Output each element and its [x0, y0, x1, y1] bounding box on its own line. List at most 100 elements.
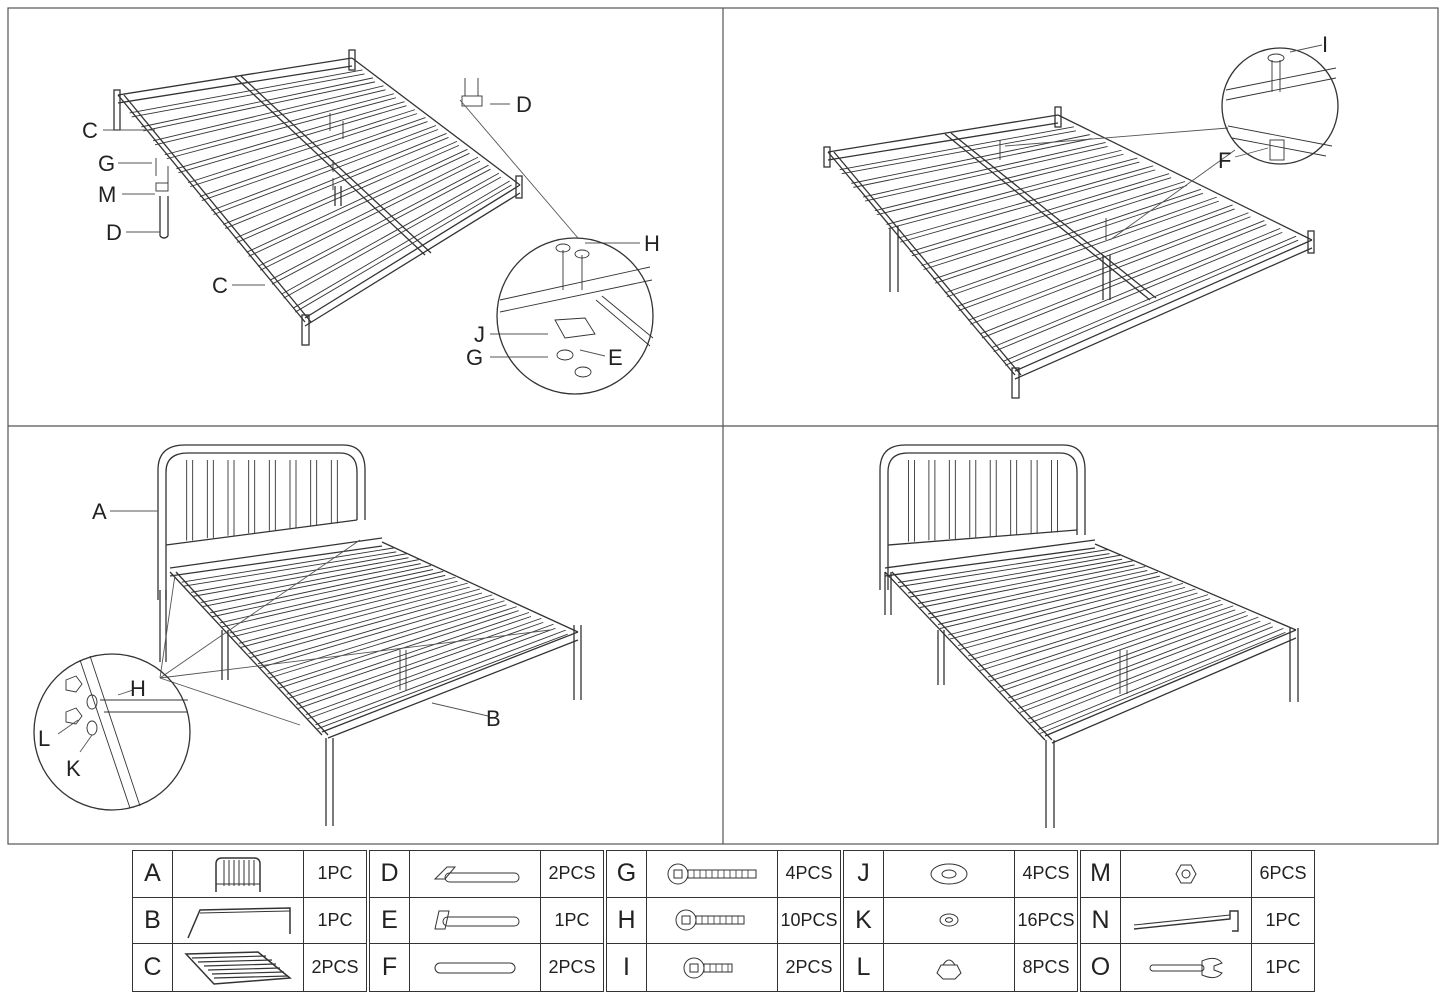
plate-leg-icon: [410, 897, 541, 944]
slat-frame-drawing: [113, 49, 523, 346]
slat: [999, 609, 1236, 692]
slat: [178, 105, 407, 174]
slat: [899, 553, 1110, 587]
footboard-rail-icon: [173, 897, 304, 944]
part-letter: I: [607, 944, 647, 991]
panel-4-completed-bed: [879, 444, 1299, 828]
long-bolt-icon: [647, 851, 778, 897]
slat: [202, 563, 421, 608]
slat: [886, 157, 1138, 225]
slat: [211, 125, 437, 211]
part-letter: M: [1081, 851, 1121, 897]
slat: [307, 627, 556, 720]
label-j: J: [474, 322, 485, 347]
part-quantity: 4PCS: [1022, 863, 1070, 884]
slat: [296, 617, 542, 705]
slat: [240, 586, 470, 648]
part-letter: H: [607, 897, 647, 944]
slat: [189, 113, 418, 188]
hex-nut-icon: [1121, 851, 1252, 897]
allen-key-icon: [1121, 897, 1252, 944]
headboard-icon: [173, 851, 304, 897]
slat: [946, 200, 1219, 298]
label-g-detail: G: [466, 345, 483, 370]
part-quantity: 1PC: [1265, 909, 1301, 930]
slat: [977, 594, 1209, 667]
slat: [219, 570, 444, 624]
slat: [201, 121, 428, 201]
slat: [236, 144, 460, 243]
slat: [279, 610, 519, 689]
slat: [238, 582, 468, 644]
panel-grid: [7, 7, 1439, 845]
panel-2-detail-circle: [1221, 44, 1339, 165]
slat: [862, 141, 1106, 198]
slat: [141, 77, 374, 128]
slat: [295, 184, 512, 313]
slat: [260, 160, 481, 271]
slat: [944, 196, 1217, 294]
slat: [1009, 615, 1248, 703]
bed-drawing-3: [157, 444, 582, 826]
slat: [305, 623, 554, 716]
label-f: F: [1218, 148, 1231, 173]
slat: [909, 173, 1170, 253]
part-quantity: 10PCS: [780, 909, 838, 930]
slat: [223, 133, 447, 225]
slat: [959, 586, 1186, 650]
slat: [947, 577, 1171, 636]
slat: [176, 101, 405, 170]
slat: [874, 149, 1122, 212]
support-leg-icon: [410, 944, 541, 991]
part-quantity: 2PCS: [548, 957, 596, 978]
slat: [231, 580, 458, 638]
slat: [981, 224, 1267, 339]
bracket-leg-icon: [410, 851, 541, 897]
slat-frame-icon: [173, 944, 304, 991]
part-quantity: 2PCS: [548, 863, 596, 884]
part-quantity: 1PC: [317, 863, 353, 884]
label-g: G: [98, 151, 115, 176]
slat: [258, 156, 479, 267]
slat: [993, 231, 1283, 353]
slat: [317, 633, 568, 730]
part-letter: B: [133, 897, 173, 944]
slat: [949, 581, 1173, 640]
slat: [221, 574, 446, 628]
slat: [939, 575, 1160, 629]
part-letter: C: [133, 944, 173, 991]
slat: [897, 549, 1108, 583]
label-l: L: [38, 726, 50, 751]
label-m: M: [98, 182, 116, 207]
slat: [259, 598, 495, 669]
slat: [183, 551, 397, 587]
slat: [921, 181, 1186, 266]
slat: [166, 97, 397, 160]
slat: [1037, 627, 1284, 730]
part-quantity: 4PCS: [785, 863, 833, 884]
slat: [967, 588, 1196, 657]
part-letter: G: [607, 851, 647, 897]
slat: [957, 582, 1184, 646]
large-washer-icon: [884, 851, 1015, 897]
slat-frame-drawing-2: [823, 106, 1315, 399]
part-letter: F: [370, 944, 410, 991]
slat: [191, 553, 407, 593]
part-row: H 10PCS: [607, 897, 840, 945]
slat: [919, 564, 1135, 608]
label-c-top: C: [82, 118, 98, 143]
wrench-icon: [1121, 944, 1252, 991]
label-d-left: D: [106, 220, 122, 245]
